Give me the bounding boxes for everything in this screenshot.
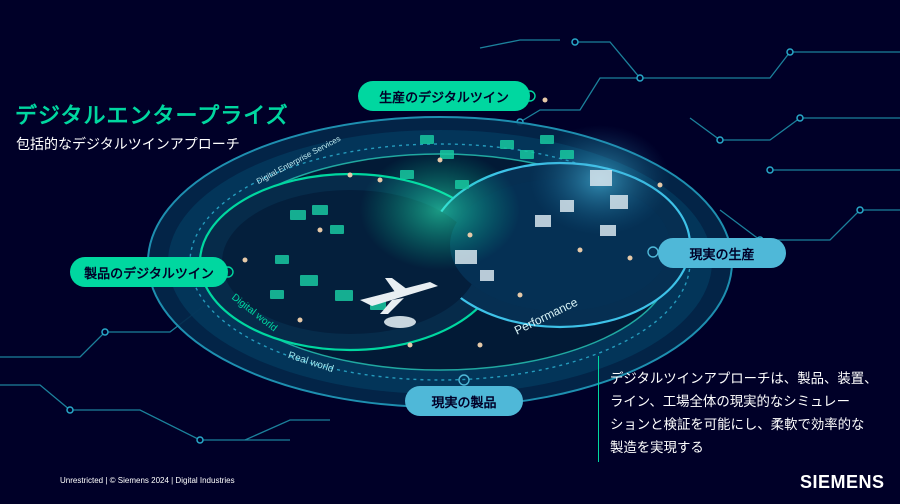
description-line: ライン、工場全体の現実的なシミュレー: [610, 395, 850, 410]
network-nodes: [66, 38, 864, 444]
airplane-model: [360, 278, 438, 314]
description-line: デジタルツインアプローチは、製品、装置、: [610, 372, 878, 387]
description-text: デジタルツインアプローチは、製品、装置、 ライン、工場全体の現実的なシミュレー …: [610, 368, 892, 460]
real-product-label: 現実の製品: [405, 386, 523, 416]
car-model: [384, 316, 416, 328]
slide-title: デジタルエンタープライズ: [15, 104, 289, 129]
real-machines: [455, 170, 628, 281]
people: [242, 97, 663, 348]
slide-subtitle: 包括的なデジタルツインアプローチ: [16, 137, 240, 153]
description-line: 製造を実現する: [610, 441, 704, 456]
real-production-label: 現実の生産: [658, 238, 786, 268]
production-digital-twin-label: 生産のデジタルツイン: [358, 81, 530, 111]
siemens-logo: SIEMENS: [800, 472, 885, 492]
description-divider: [598, 356, 599, 462]
footer-text: Unrestricted | © Siemens 2024 | Digital …: [60, 476, 235, 485]
description-line: ションと検証を可能にし、柔軟で効率的な: [610, 418, 865, 433]
product-digital-twin-label: 製品のデジタルツイン: [70, 257, 228, 287]
